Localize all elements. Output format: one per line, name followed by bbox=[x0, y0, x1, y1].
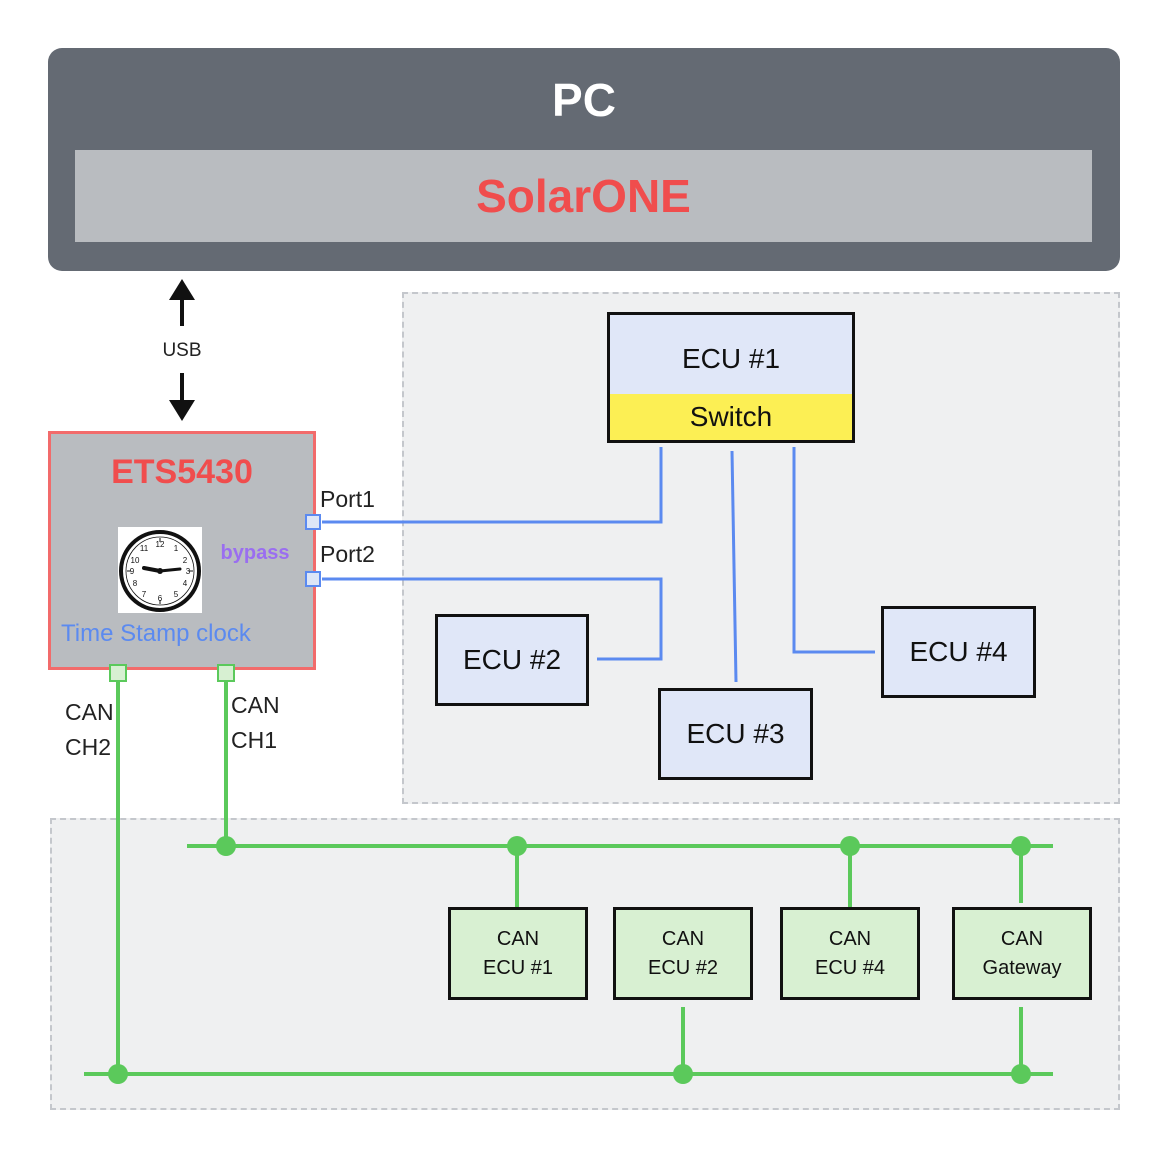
svg-text:7: 7 bbox=[142, 590, 147, 599]
ecu4-box: ECU #4 bbox=[881, 606, 1036, 698]
svg-text:10: 10 bbox=[131, 556, 140, 565]
solarone-label: SolarONE bbox=[476, 170, 691, 222]
ecu3-box: ECU #3 bbox=[658, 688, 813, 780]
ethernet-lines bbox=[322, 447, 875, 683]
port2-label: Port2 bbox=[320, 541, 375, 567]
svg-text:8: 8 bbox=[133, 579, 138, 588]
can-bus-junctions bbox=[108, 836, 1031, 1084]
ets5430-title: ETS5430 bbox=[111, 452, 253, 491]
can-bus-lines bbox=[84, 682, 1053, 1076]
svg-text:9: 9 bbox=[130, 567, 135, 576]
svg-text:4: 4 bbox=[183, 579, 188, 588]
ecu1-label: ECU #1 bbox=[681, 343, 781, 374]
pc-title: PC bbox=[552, 74, 616, 126]
port1-label: Port1 bbox=[320, 486, 375, 512]
svg-text:1: 1 bbox=[174, 544, 179, 553]
svg-text:2: 2 bbox=[183, 556, 188, 565]
arrow-up-icon bbox=[169, 279, 195, 326]
bypass-label: bypass bbox=[220, 541, 290, 564]
svg-text:11: 11 bbox=[140, 544, 149, 553]
svg-text:12: 12 bbox=[156, 540, 165, 549]
usb-label: USB bbox=[162, 340, 202, 361]
ecu2-box: ECU #2 bbox=[435, 614, 589, 706]
can-ch1-connector bbox=[217, 664, 235, 682]
can-ch2-connector bbox=[109, 664, 127, 682]
svg-text:3: 3 bbox=[186, 567, 191, 576]
port1-connector bbox=[305, 514, 321, 530]
arrow-down-icon bbox=[169, 373, 195, 421]
switch-label: Switch bbox=[610, 394, 852, 440]
solarone-box: SolarONE bbox=[75, 150, 1092, 242]
svg-text:6: 6 bbox=[158, 594, 163, 603]
time-stamp-clock-label: Time Stamp clock bbox=[61, 620, 251, 647]
port2-connector bbox=[305, 571, 321, 587]
svg-text:5: 5 bbox=[174, 590, 179, 599]
